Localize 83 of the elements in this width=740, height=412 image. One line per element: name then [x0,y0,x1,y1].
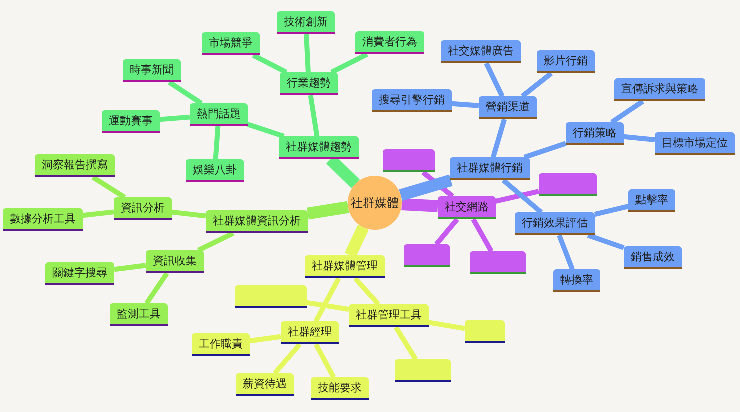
branch-line [308,95,320,137]
branch-line [250,334,282,344]
branch-line [471,218,494,253]
branch-line [402,198,438,212]
topic-box: 監測工具 [110,304,168,326]
branch-line [314,277,342,323]
branch-line [484,62,505,98]
branch-line [394,326,418,361]
topic-box: 社群媒體趨勢 [279,136,359,160]
branch-line [491,118,507,158]
topic-box [235,286,307,308]
topic-box: 搜尋引擎行銷 [372,90,452,112]
branch-line [495,189,540,204]
topic-box: 轉換率 [554,270,600,292]
branch-line [144,272,170,305]
topic-box: 行銷效果評估 [515,212,595,236]
branch-line [307,201,350,220]
topic-box: 行銷策略 [566,122,624,146]
topic-box: 市場競爭 [202,32,260,56]
branch-line [624,134,656,142]
branch-line [252,53,288,75]
topic-box: 時事新聞 [123,60,181,82]
branch-line [434,218,460,246]
topic-box: 薪資待遇 [236,374,294,396]
topic-box [395,360,451,382]
topic-box: 營銷渠道 [479,96,537,120]
topic-box [470,252,526,274]
branch-line [172,210,206,219]
branch-line [273,342,302,376]
branch-line [610,99,644,125]
topic-box: 行業趨勢 [280,72,338,96]
branch-line [557,234,575,270]
topic-box: 消費者行為 [356,32,424,54]
branch-line [314,343,336,379]
branch-line [428,320,466,332]
branch-line [330,52,368,75]
topic-box [383,150,435,172]
topic-box: 關鍵字搜尋 [46,262,114,286]
topic-box: 宣傳訴求與策略 [614,78,706,102]
topic-box: 社群經理 [281,322,339,344]
branch-line [168,80,203,106]
branch-line [520,72,554,98]
branch-line [502,178,544,214]
topic-box [539,174,597,196]
topic-box: 運動賽事 [102,110,160,134]
branch-line [524,141,567,160]
branch-line [344,224,369,258]
branch-line [306,300,350,312]
topic-box: 娛樂八卦 [186,160,244,182]
topic-box: 資訊分析 [114,198,172,220]
topic-box: 社群媒體資訊分析 [206,210,308,234]
topic-box: 熱門話題 [190,104,248,126]
branch-line [213,126,221,160]
topic-box: 洞察報告撰寫 [35,154,115,178]
topic-box: 資訊收集 [146,250,204,274]
branch-line [197,231,235,253]
branch-line [92,175,126,200]
center-circle: 社群媒體 [348,176,402,230]
branch-line [594,204,630,217]
topic-box [465,320,505,344]
topic-box: 社交網路 [438,196,496,220]
topic-box: 數據分析工具 [3,208,83,232]
branch-line [587,233,625,250]
branch-line [304,34,311,73]
topic-box: 影片行銷 [537,50,595,74]
branch-line [399,174,453,202]
branch-line [114,263,146,272]
topic-box [404,244,450,268]
branch-line [82,210,114,218]
topic-box: 社群媒體管理 [305,256,385,278]
topic-box: 工作職責 [192,334,250,356]
branch-line [160,114,190,122]
topic-box: 點擊率 [628,190,676,212]
topic-box: 社交媒體廣告 [441,40,521,64]
topic-box: 技能要求 [311,378,369,400]
topic-box: 目標市場定位 [655,132,735,156]
branch-line [247,122,285,139]
branch-line [452,101,480,108]
topic-box: 技術創新 [277,12,335,34]
topic-box: 銷售成效 [624,246,682,270]
topic-box: 社群管理工具 [349,304,429,328]
topic-box: 社群媒體行銷 [450,158,530,180]
branch-line [353,276,381,306]
